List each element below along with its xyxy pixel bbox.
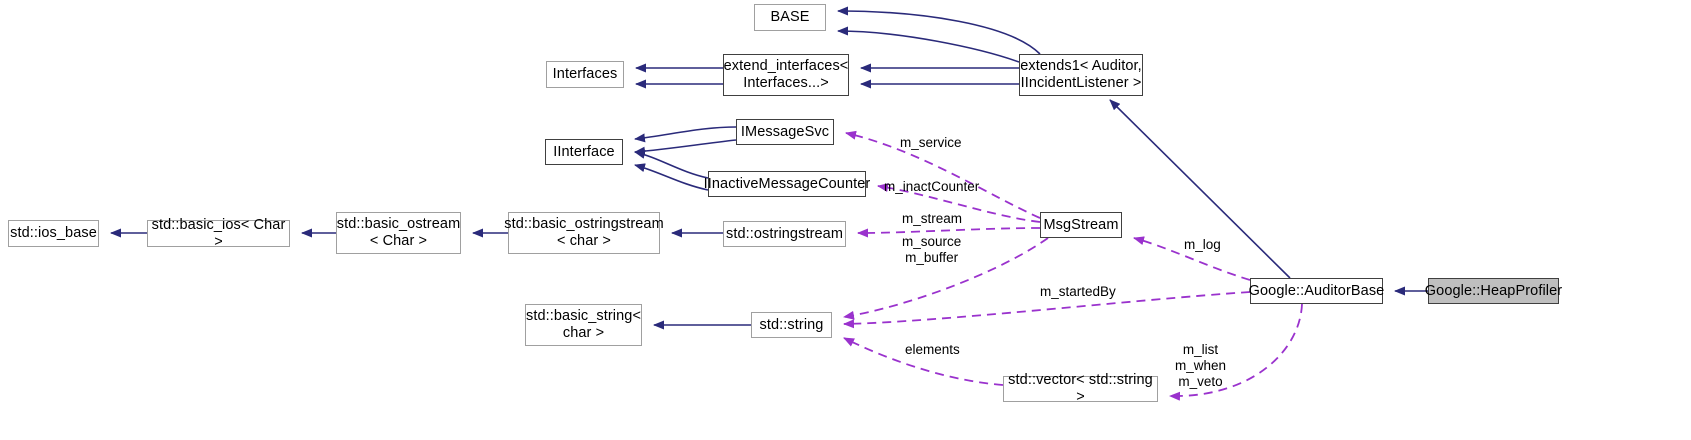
node-std-basic-ostream-char[interactable]: std::basic_ostream < Char > xyxy=(336,212,461,254)
edge-label-m-list-m-when-m-veto: m_list m_when m_veto xyxy=(1175,342,1227,389)
node-msgstream[interactable]: MsgStream xyxy=(1040,212,1122,238)
edge-msgstream-iinactive xyxy=(877,183,1041,223)
node-interfaces[interactable]: Interfaces xyxy=(546,61,624,88)
node-std-ostringstream[interactable]: std::ostringstream xyxy=(723,221,846,247)
edge-auditorbase-string xyxy=(843,291,1251,329)
edge-auditorbase-vector xyxy=(1169,303,1303,401)
node-imessagesvc[interactable]: IMessageSvc xyxy=(736,119,834,145)
edge-label-m-service: m_service xyxy=(900,135,962,150)
edge-label-elements: elements xyxy=(905,342,960,357)
edge-imessagesvc-iinterface-b xyxy=(634,139,737,156)
node-google-auditorbase[interactable]: Google::AuditorBase xyxy=(1249,278,1384,304)
node-extends1-auditor-iincidentlistener[interactable]: extends1< Auditor, IIncidentListener > xyxy=(1019,54,1143,96)
usage-edges xyxy=(843,130,1303,401)
edge-msgstream-ostringstream xyxy=(857,227,1041,238)
node-std-basic-string-char[interactable]: std::basic_string< char > xyxy=(525,304,642,346)
node-base[interactable]: BASE xyxy=(754,4,826,31)
edge-msgstream-imessagesvc xyxy=(845,130,1041,219)
node-google-heapprofiler[interactable]: Google::HeapProfiler xyxy=(1425,278,1562,304)
edge-vector-string xyxy=(843,337,1004,386)
edge-label-m-stream: m_stream xyxy=(902,211,963,226)
edge-extends1-base-b xyxy=(837,26,1020,63)
edge-iinactive-iinterface-a xyxy=(634,149,709,179)
edge-msgstream-string xyxy=(843,237,1049,320)
edge-label-m-log: m_log xyxy=(1184,237,1221,252)
inheritance-edges xyxy=(110,6,1428,330)
edge-auditorbase-msgstream xyxy=(1133,236,1251,281)
node-std-string[interactable]: std::string xyxy=(751,312,832,338)
edge-iinactive-iinterface-b xyxy=(634,163,709,191)
edge-label-m-source-m-buffer: m_source m_buffer xyxy=(902,234,962,265)
edge-imessagesvc-iinterface-a xyxy=(634,126,737,143)
node-iinterface[interactable]: IInterface xyxy=(545,139,623,165)
node-std-basic-ostringstream-char[interactable]: std::basic_ostringstream < char > xyxy=(504,212,664,254)
node-std-vector-std-string[interactable]: std::vector< std::string > xyxy=(1003,372,1158,405)
node-iinactivemessagecounter[interactable]: IInactiveMessageCounter xyxy=(704,171,870,197)
node-std-ios-base[interactable]: std::ios_base xyxy=(8,220,99,247)
edge-auditorbase-extends1 xyxy=(1109,99,1291,279)
node-extend-interfaces[interactable]: extend_interfaces< Interfaces...> xyxy=(723,54,849,96)
edge-label-m-inactcounter: m_inactCounter xyxy=(884,179,980,194)
edge-extends1-base-a xyxy=(837,6,1041,55)
edge-label-m-startedby: m_startedBy xyxy=(1040,284,1116,299)
node-std-basic-ios-char[interactable]: std::basic_ios< Char > xyxy=(147,217,290,250)
